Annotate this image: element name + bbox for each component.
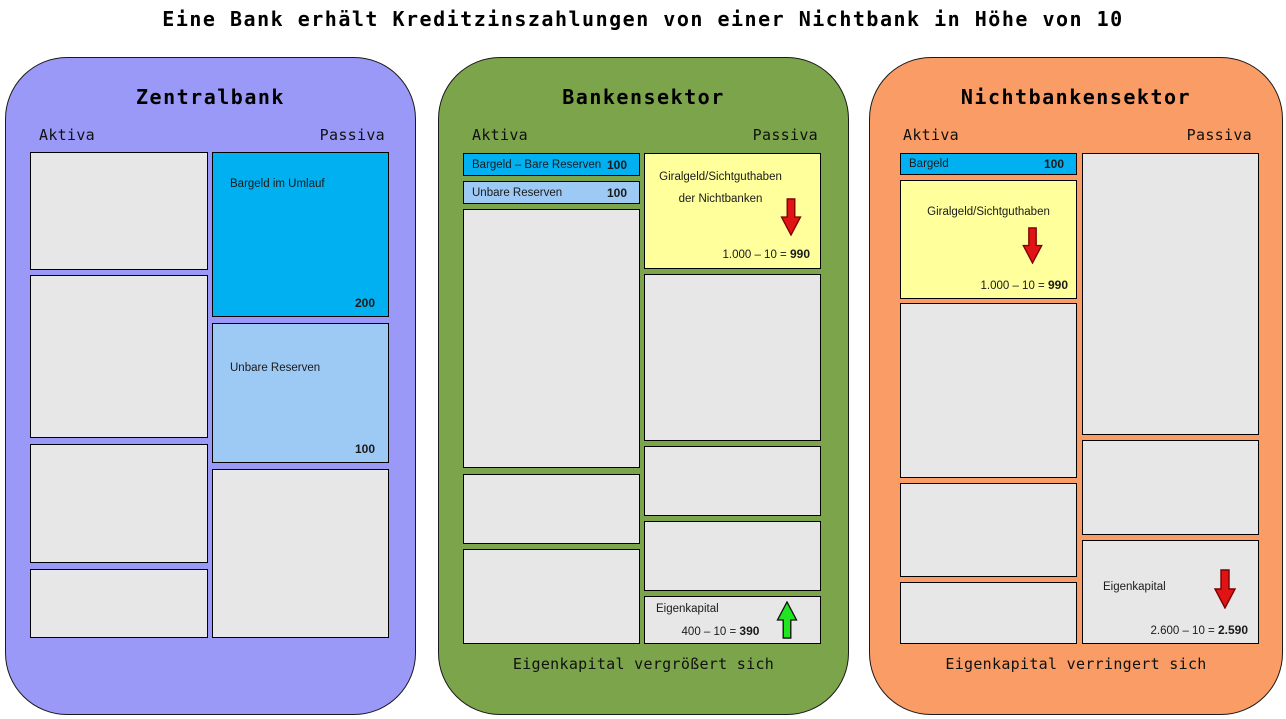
bankensektor-eigenkapital-equation: 400 – 10 = 390 bbox=[665, 624, 776, 638]
zentralbank-aktiva-label: Aktiva bbox=[39, 126, 95, 144]
bankensektor-passiva-empty-box-3 bbox=[644, 521, 821, 591]
bankensektor-title: Bankensektor bbox=[562, 85, 725, 109]
bankensektor-bare-reserven-box: Bargeld – Bare Reserven 100 bbox=[463, 153, 640, 176]
nichtbankensektor-passiva-label: Passiva bbox=[1186, 126, 1252, 144]
nichtbanken-passiva-empty-box-2 bbox=[1082, 440, 1259, 535]
nichtbankensektor-title: Nichtbankensektor bbox=[960, 85, 1192, 109]
bankensektor-eigenkapital-equation-result: 390 bbox=[739, 624, 760, 638]
nichtbanken-eigenkapital-equation: 2.600 – 10 = 2.590 bbox=[1150, 623, 1248, 637]
bankensektor-aktiva-label: Aktiva bbox=[472, 126, 528, 144]
zentralbank-aktiva-empty-box-3 bbox=[30, 444, 208, 563]
bankensektor-passiva-empty-box-2 bbox=[644, 446, 821, 516]
nichtbanken-passiva-empty-box-1 bbox=[1082, 153, 1259, 435]
bankensektor-giralgeld-box: Giralgeld/Sichtguthaben der Nichtbanken … bbox=[644, 153, 821, 269]
green-up-arrow-icon bbox=[776, 601, 798, 639]
bankensektor-unbare-reserven-box: Unbare Reserven 100 bbox=[463, 181, 640, 204]
red-down-arrow-icon bbox=[780, 198, 802, 236]
giralgeld-label-line1: Giralgeld/Sichtguthaben bbox=[659, 171, 782, 183]
red-down-arrow-icon bbox=[1022, 227, 1043, 264]
panel-nichtbankensektor: Nichtbankensektor Aktiva Passiva Bargeld… bbox=[869, 57, 1283, 715]
bankensektor-unbare-reserven-label: Unbare Reserven bbox=[472, 186, 563, 199]
bargeld-im-umlauf-label: Bargeld im Umlauf bbox=[230, 178, 325, 190]
zentralbank-title: Zentralbank bbox=[136, 85, 285, 109]
bankensektor-eigenkapital-label: Eigenkapital bbox=[656, 603, 719, 615]
slide-title: Eine Bank erhält Kreditzinszahlungen von… bbox=[162, 7, 1124, 31]
bare-reserven-label: Bargeld – Bare Reserven bbox=[472, 158, 602, 171]
nichtbanken-giralgeld-equation: 1.000 – 10 = 990 bbox=[980, 278, 1068, 292]
bankensektor-caption: Eigenkapital vergrößert sich bbox=[512, 655, 775, 673]
bankensektor-passiva-label: Passiva bbox=[752, 126, 818, 144]
nichtbankensektor-caption: Eigenkapital verringert sich bbox=[945, 655, 1207, 673]
nichtbankensektor-aktiva-label: Aktiva bbox=[903, 126, 959, 144]
nichtbanken-aktiva-empty-box-3 bbox=[900, 582, 1077, 644]
nichtbanken-aktiva-empty-box-2 bbox=[900, 483, 1077, 577]
nichtbanken-aktiva-empty-box-1 bbox=[900, 303, 1077, 478]
giralgeld-label-line2: der Nichtbanken bbox=[678, 193, 763, 205]
bankensektor-aktiva-empty-box-1 bbox=[463, 209, 640, 468]
nichtbanken-bargeld-label: Bargeld bbox=[909, 158, 949, 170]
panel-zentralbank: Zentralbank Aktiva Passiva Bargeld im Um… bbox=[5, 57, 416, 715]
nichtbanken-bargeld-box: Bargeld 100 bbox=[900, 153, 1077, 175]
panel-bankensektor: Bankensektor Aktiva Passiva Bargeld – Ba… bbox=[438, 57, 849, 715]
red-down-arrow-icon bbox=[1214, 569, 1236, 609]
nichtbanken-giralgeld-label: Giralgeld/Sichtguthaben bbox=[927, 206, 1050, 218]
nichtbanken-eigenkapital-box: Eigenkapital 2.600 – 10 = 2.590 bbox=[1082, 540, 1259, 644]
nichtbanken-giralgeld-box: Giralgeld/Sichtguthaben 1.000 – 10 = 990 bbox=[900, 180, 1077, 299]
zentralbank-unbare-reserven-value: 100 bbox=[354, 442, 375, 456]
giralgeld-equation-result: 990 bbox=[789, 247, 810, 261]
bargeld-im-umlauf-value: 200 bbox=[354, 296, 375, 310]
nichtbanken-bargeld-value: 100 bbox=[1043, 157, 1064, 171]
bankensektor-passiva-empty-box-1 bbox=[644, 274, 821, 441]
nichtbanken-eigenkapital-equation-text: 2.600 – 10 = bbox=[1150, 625, 1215, 637]
zentralbank-passiva-empty-box bbox=[212, 469, 389, 638]
zentralbank-unbare-reserven-box: Unbare Reserven 100 bbox=[212, 323, 389, 463]
giralgeld-nichtbanken-label: Giralgeld/Sichtguthaben der Nichtbanken bbox=[645, 166, 820, 210]
bankensektor-eigenkapital-equation-text: 400 – 10 = bbox=[681, 626, 737, 638]
nichtbanken-giralgeld-equation-result: 990 bbox=[1047, 278, 1068, 292]
bankensektor-eigenkapital-box: Eigenkapital 400 – 10 = 390 bbox=[644, 596, 821, 644]
bankensektor-aktiva-empty-box-3 bbox=[463, 549, 640, 644]
nichtbanken-giralgeld-equation-text: 1.000 – 10 = bbox=[980, 280, 1045, 292]
bankensektor-aktiva-empty-box-2 bbox=[463, 474, 640, 544]
zentralbank-unbare-reserven-label: Unbare Reserven bbox=[230, 362, 321, 374]
giralgeld-equation-text: 1.000 – 10 = bbox=[722, 249, 787, 261]
bankensektor-unbare-reserven-value: 100 bbox=[606, 185, 627, 200]
giralgeld-equation: 1.000 – 10 = 990 bbox=[722, 247, 810, 261]
nichtbanken-eigenkapital-equation-result: 2.590 bbox=[1217, 623, 1248, 637]
zentralbank-bargeld-im-umlauf-box: Bargeld im Umlauf 200 bbox=[212, 152, 389, 317]
nichtbanken-eigenkapital-label: Eigenkapital bbox=[1103, 581, 1166, 593]
bare-reserven-value: 100 bbox=[606, 157, 627, 172]
zentralbank-aktiva-empty-box-1 bbox=[30, 152, 208, 270]
zentralbank-passiva-label: Passiva bbox=[319, 126, 385, 144]
zentralbank-aktiva-empty-box-2 bbox=[30, 275, 208, 438]
zentralbank-aktiva-empty-box-4 bbox=[30, 569, 208, 638]
